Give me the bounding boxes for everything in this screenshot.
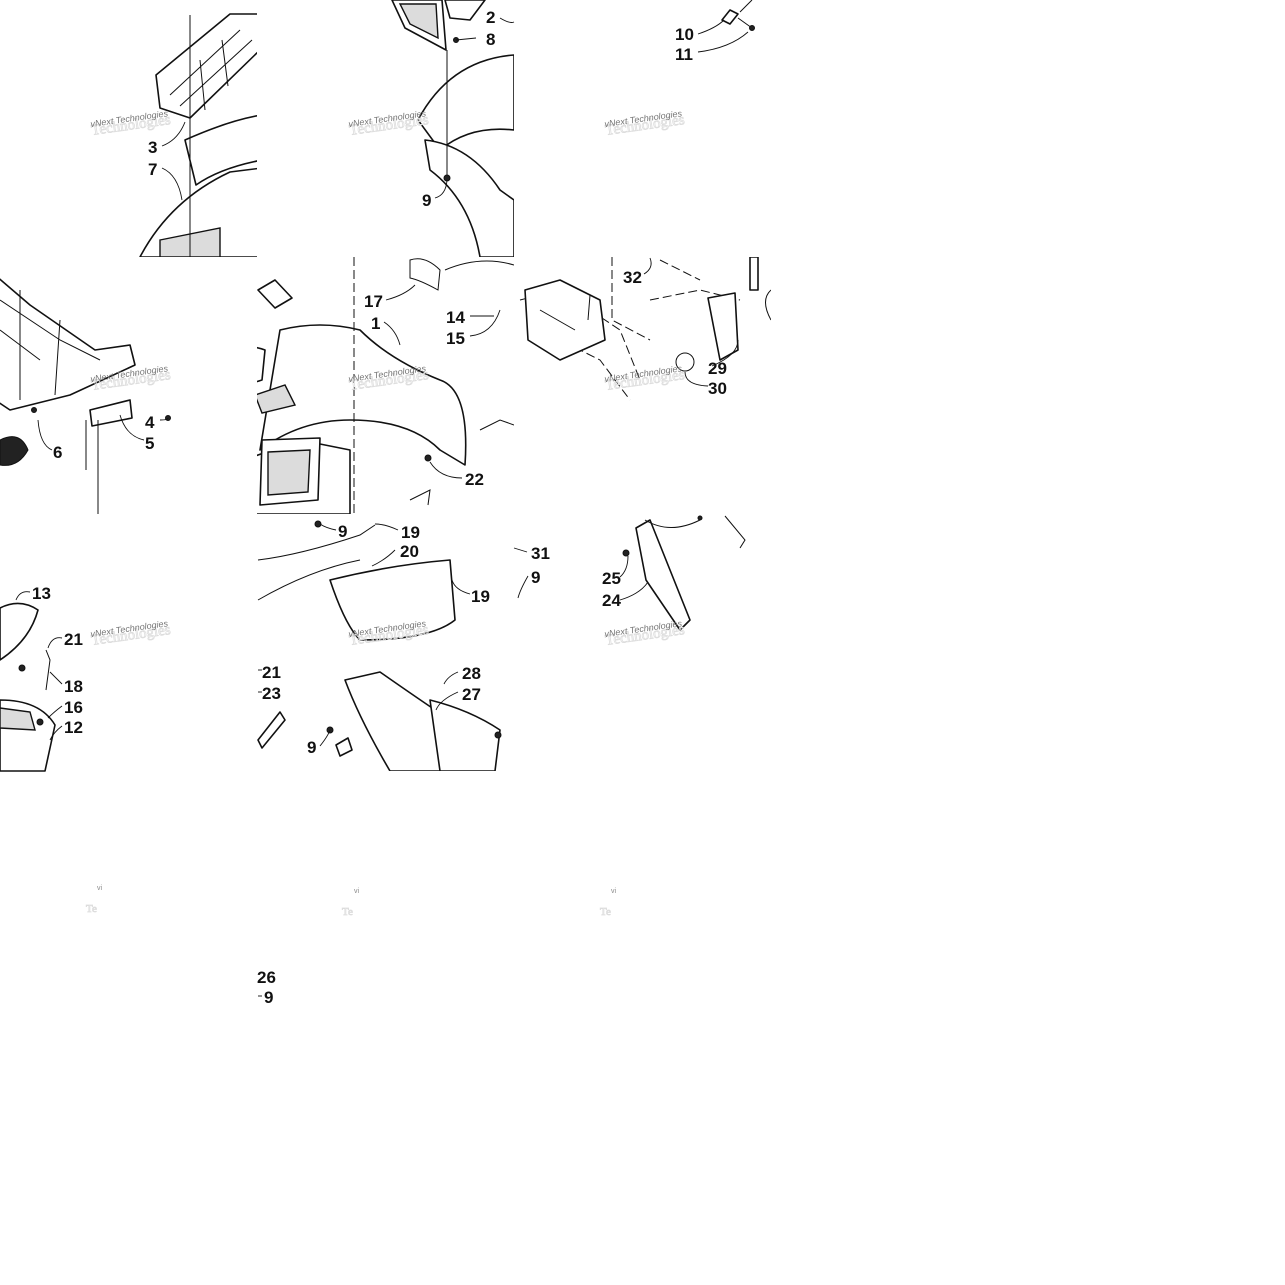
- callout-9: 9: [531, 568, 540, 587]
- callout-29: 29: [708, 359, 727, 378]
- tile-front-panel: [391, 0, 514, 257]
- callout-17: 17: [364, 292, 383, 311]
- callout-21: 21: [262, 663, 281, 682]
- tile-footwell: [257, 520, 502, 771]
- callout-9: 9: [422, 191, 431, 210]
- callout-9: 9: [264, 988, 273, 1007]
- tile-side-panel: [0, 602, 56, 772]
- callout-19: 19: [401, 523, 420, 542]
- callout-16: 16: [64, 698, 83, 717]
- callout-30: 30: [708, 379, 727, 398]
- watermark: Technologies vNext Technologies: [604, 108, 686, 139]
- callout-22: 22: [465, 470, 484, 489]
- callout-5: 5: [145, 434, 154, 453]
- callout-4: 4: [145, 413, 155, 432]
- tile-rear-rack: [139, 13, 257, 257]
- callout-12: 12: [64, 718, 83, 737]
- svg-text:Te: Te: [342, 906, 353, 918]
- svg-text:Te: Te: [86, 903, 97, 915]
- callout-15: 15: [446, 329, 465, 348]
- callout-28: 28: [462, 664, 481, 683]
- callout-13: 13: [32, 584, 51, 603]
- tile-rack-side: [0, 278, 171, 514]
- callout-31: 31: [531, 544, 550, 563]
- callout-1: 1: [371, 314, 380, 333]
- callout-21: 21: [64, 630, 83, 649]
- tile-splash-guard: [622, 515, 746, 631]
- watermark: Technologies vNext Technologies: [348, 108, 430, 139]
- callout-19: 19: [471, 587, 490, 606]
- callout-6: 6: [53, 443, 62, 462]
- tile-fender: [257, 257, 514, 514]
- callout-23: 23: [262, 684, 281, 703]
- callout-7: 7: [148, 160, 157, 179]
- watermark-fragment: vi: [611, 888, 617, 895]
- callouts: 2 8 9 10 11 3 7 17 1 14 15 32 29 30 4 5 …: [32, 8, 727, 1007]
- callout-25: 25: [602, 569, 621, 588]
- watermark-fragment: vi: [97, 885, 103, 892]
- watermark: Technologies vNext Technologies: [90, 108, 172, 139]
- callout-9: 9: [307, 738, 316, 757]
- callout-32: 32: [623, 268, 642, 287]
- tile-hardware: [721, 0, 755, 31]
- watermark: Technologies vNext Technologies: [90, 618, 172, 649]
- callout-9: 9: [338, 522, 347, 541]
- watermark: Technologies vNext Technologies: [604, 618, 686, 649]
- callout-20: 20: [400, 542, 419, 561]
- callout-27: 27: [462, 685, 481, 704]
- callout-24: 24: [602, 591, 621, 610]
- callout-18: 18: [64, 677, 83, 696]
- callout-8: 8: [486, 30, 495, 49]
- callout-14: 14: [446, 308, 465, 327]
- callout-3: 3: [148, 138, 157, 157]
- callout-10: 10: [675, 25, 694, 44]
- callout-26: 26: [257, 968, 276, 987]
- leader-lines: [15, 17, 749, 997]
- svg-text:Te: Te: [600, 906, 611, 918]
- tile-frame: [519, 257, 771, 401]
- watermark-fragment: vi: [354, 888, 360, 895]
- callout-2: 2: [486, 8, 495, 27]
- callout-11: 11: [675, 45, 693, 64]
- watermark: Technologies vNext Technologies: [604, 363, 686, 394]
